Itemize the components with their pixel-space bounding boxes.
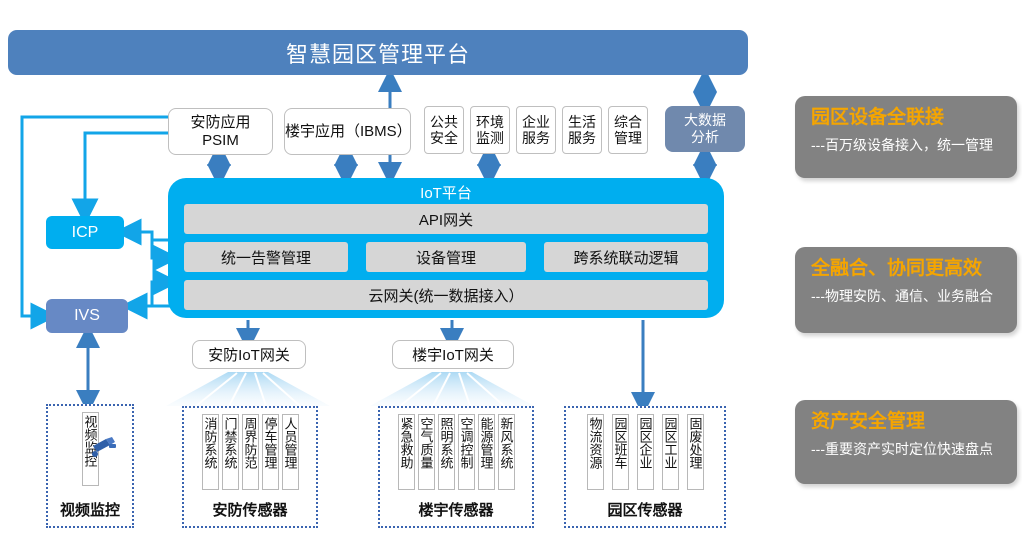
feature-subtitle: ---百万级设备接入，统一管理 xyxy=(811,136,993,153)
sensor-item-energy-management[interactable]: 能源管理 xyxy=(477,414,495,490)
bar-label: 设备管理 xyxy=(415,249,476,267)
platform-title: 智慧园区管理平台 xyxy=(285,41,470,67)
sensor-item-park-industry[interactable]: 园区工业 xyxy=(661,414,679,490)
sensor-item-label: 园区企业 xyxy=(637,417,653,469)
sensor-item-list: 消防系统 门禁系统 周界防范 停车管理 人员管理 xyxy=(184,414,316,490)
feature-title: 全融合、协同更高效 xyxy=(811,258,983,279)
sensor-item-park-shuttle[interactable]: 园区班车 xyxy=(611,414,629,490)
gateway-label: 楼宇IoT网关 xyxy=(412,347,494,364)
sensor-item-fresh-air-system[interactable]: 新风系统 xyxy=(497,414,515,490)
sensor-item-label: 固废处理 xyxy=(687,417,703,469)
camera-icon xyxy=(92,437,116,457)
group-park-sensors: 物流资源 园区班车 园区企业 园区工业 固废处理 园区传感器 xyxy=(564,406,726,528)
device-management-bar[interactable]: 设备管理 xyxy=(366,242,526,272)
ivs-node[interactable]: IVS xyxy=(46,299,128,333)
iot-platform-panel: IoT平台 API网关 统一告警管理 设备管理 跨系统联动逻辑 云网关(统一数据… xyxy=(168,178,724,318)
sensor-item-list: 紧急救助 空气质量 照明系统 空调控制 能源管理 新风系统 xyxy=(380,414,532,490)
sensor-item-label: 消防系统 xyxy=(202,417,218,469)
unified-alarm-management-bar[interactable]: 统一告警管理 xyxy=(184,242,348,272)
sensor-item-hvac-control[interactable]: 空调控制 xyxy=(457,414,475,490)
group-building-sensors: 紧急救助 空气质量 照明系统 空调控制 能源管理 新风系统 楼宇传感器 xyxy=(378,406,534,528)
security-iot-gateway-box[interactable]: 安防IoT网关 xyxy=(192,340,306,369)
group-label: 视频监控 xyxy=(59,502,120,519)
sensor-item-access-control[interactable]: 门禁系统 xyxy=(221,414,239,490)
feature-title: 资产安全管理 xyxy=(811,411,926,432)
group-video-surveillance: 视频监控 视频监控 xyxy=(46,404,134,528)
bigdata-label: 大数据 分析 xyxy=(684,112,726,145)
big-data-analytics-box[interactable]: 大数据 分析 xyxy=(665,106,745,152)
mini-label: 环境 监测 xyxy=(476,113,504,146)
sensor-item-label: 新风系统 xyxy=(498,417,514,469)
feature-panel-full-device-connection: 园区设备全联接 ---百万级设备接入，统一管理 xyxy=(795,96,1017,178)
ivs-label: IVS xyxy=(74,307,100,324)
sensor-item-perimeter-protection[interactable]: 周界防范 xyxy=(241,414,259,490)
group-security-sensors: 消防系统 门禁系统 周界防范 停车管理 人员管理 安防传感器 xyxy=(182,406,318,528)
sensor-item-air-quality[interactable]: 空气质量 xyxy=(417,414,435,490)
bar-label: 统一告警管理 xyxy=(220,249,311,267)
cloud-gateway-bar[interactable]: 云网关(统一数据接入） xyxy=(184,280,708,310)
sensor-item-solid-waste-treatment[interactable]: 固废处理 xyxy=(686,414,704,490)
sensor-item-label: 照明系统 xyxy=(438,417,454,469)
feature-subtitle: ---物理安防、通信、业务融合 xyxy=(811,287,993,304)
sensor-item-label: 园区工业 xyxy=(662,417,678,469)
mini-label: 公共 安全 xyxy=(430,113,458,146)
group-label: 园区传感器 xyxy=(607,502,683,519)
feature-panel-asset-security-management: 资产安全管理 ---重要资产实时定位快速盘点 xyxy=(795,400,1017,484)
mini-box-enterprise-service[interactable]: 企业 服务 xyxy=(516,106,556,154)
group-label: 楼宇传感器 xyxy=(418,502,494,519)
sensor-item-label: 能源管理 xyxy=(478,417,494,469)
sensor-item-label: 空气质量 xyxy=(418,417,434,469)
sensor-item-label: 紧急救助 xyxy=(398,417,414,469)
sensor-item-parking-management[interactable]: 停车管理 xyxy=(261,414,279,490)
sensor-item-label: 门禁系统 xyxy=(222,417,238,469)
sensor-item-label: 停车管理 xyxy=(262,417,278,469)
mini-label: 企业 服务 xyxy=(522,113,550,146)
sensor-item-lighting-system[interactable]: 照明系统 xyxy=(437,414,455,490)
icp-label: ICP xyxy=(71,223,99,241)
cross-system-linkage-bar[interactable]: 跨系统联动逻辑 xyxy=(544,242,708,272)
sensor-item-label: 园区班车 xyxy=(612,417,628,469)
sensor-item-personnel-management[interactable]: 人员管理 xyxy=(281,414,299,490)
bar-label: 跨系统联动逻辑 xyxy=(573,249,679,267)
app-box-security-psim[interactable]: 安防应用 PSIM xyxy=(168,108,273,155)
icp-node[interactable]: ICP xyxy=(46,216,124,249)
sensor-item-label: 人员管理 xyxy=(282,417,298,469)
sensor-item-list: 物流资源 园区班车 园区企业 园区工业 固废处理 xyxy=(566,414,724,490)
building-iot-gateway-box[interactable]: 楼宇IoT网关 xyxy=(392,340,514,369)
mini-box-integrated-management[interactable]: 综合 管理 xyxy=(608,106,648,154)
sensor-item-label: 周界防范 xyxy=(242,417,258,469)
api-gateway-label: API网关 xyxy=(418,211,474,229)
sensor-item-label: 物流资源 xyxy=(587,417,603,469)
app-label: 安防应用 PSIM xyxy=(190,114,251,149)
sensor-item-logistics-resources[interactable]: 物流资源 xyxy=(586,414,604,490)
feature-panel-full-convergence: 全融合、协同更高效 ---物理安防、通信、业务融合 xyxy=(795,247,1017,333)
sensor-item-label: 空调控制 xyxy=(458,417,474,469)
sensor-item-park-enterprise[interactable]: 园区企业 xyxy=(636,414,654,490)
mini-label: 生活 服务 xyxy=(568,113,596,146)
feature-subtitle: ---重要资产实时定位快速盘点 xyxy=(811,440,993,457)
mini-label: 综合 管理 xyxy=(614,113,642,146)
mini-box-environment-monitor[interactable]: 环境 监测 xyxy=(470,106,510,154)
sensor-item-emergency-rescue[interactable]: 紧急救助 xyxy=(397,414,415,490)
cloud-gateway-label: 云网关(统一数据接入） xyxy=(368,287,524,305)
api-gateway-bar[interactable]: API网关 xyxy=(184,204,708,234)
group-label: 安防传感器 xyxy=(212,502,288,519)
app-box-building-ibms[interactable]: 楼宇应用（IBMS） xyxy=(284,108,412,155)
iot-platform-title: IoT平台 xyxy=(420,185,472,202)
app-label: 楼宇应用（IBMS） xyxy=(285,122,412,140)
feature-title: 园区设备全联接 xyxy=(811,107,945,128)
gateway-label: 安防IoT网关 xyxy=(208,347,290,364)
platform-header: 智慧园区管理平台 xyxy=(8,30,748,75)
sensor-item-fire-system[interactable]: 消防系统 xyxy=(201,414,219,490)
mini-box-life-service[interactable]: 生活 服务 xyxy=(562,106,602,154)
mini-box-public-safety[interactable]: 公共 安全 xyxy=(424,106,464,154)
